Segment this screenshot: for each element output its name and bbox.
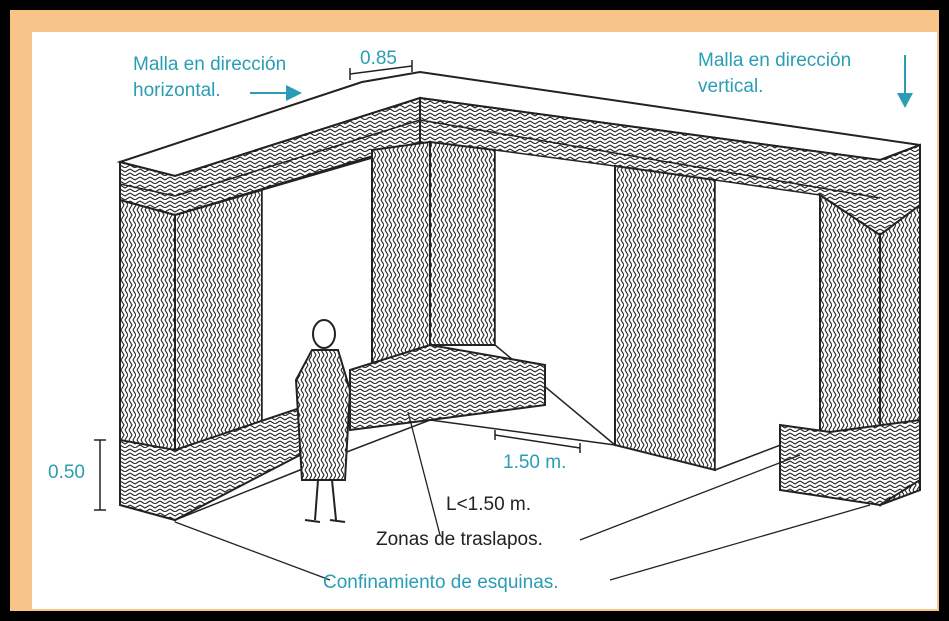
floor-line [174,419,616,521]
dimension-050 [94,439,106,511]
corner-bottom-band [349,343,546,432]
arrow-right-icon [250,85,302,101]
right-wall-opening [714,179,821,472]
person-figure [294,319,352,523]
overlap-leader-right [579,454,801,541]
dimension-085 [349,60,413,80]
dimension-050-label: 0.50 [48,462,85,483]
overlap-length-label: L<1.50 m. [446,494,532,515]
corner-confinement-label: Confinamiento de esquinas. [323,572,559,593]
overlap-zones-label: Zonas de traslapos. [376,529,543,550]
dimension-150-label: 1.50 m. [503,452,567,473]
corner-column-right [429,140,496,346]
mesh-vertical-label-line1: Malla en dirección [698,50,852,71]
middle-column [614,164,716,472]
corner-leader-left [174,521,331,581]
right-bottom-band [779,418,921,507]
dimension-085-label: 0.85 [360,48,397,69]
corner-leader-right [609,504,871,581]
mesh-horizontal-label-line1: Malla en dirección [133,54,287,75]
mesh-vertical-label-line2: vertical. [698,76,764,97]
arrow-down-icon [897,55,913,108]
mesh-horizontal-label-line2: horizontal. [133,80,221,101]
dimension-150 [494,430,581,453]
overlap-leader-left [407,411,441,536]
